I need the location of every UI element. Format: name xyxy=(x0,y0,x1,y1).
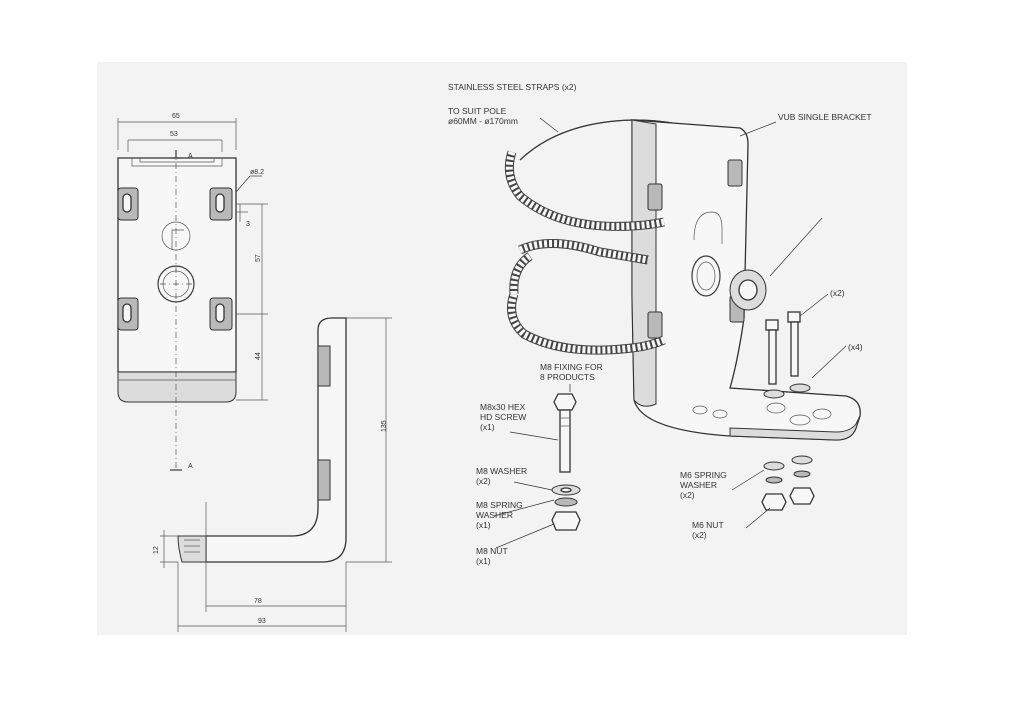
section-top: A xyxy=(188,153,193,160)
label-m6spring-1: M6 SPRING xyxy=(680,470,727,480)
dim-hole-spacing: 57 xyxy=(255,254,262,262)
dim-inner-width: 53 xyxy=(170,131,178,138)
dim-flange: 12 xyxy=(153,546,160,554)
dim-base-inner: 78 xyxy=(254,598,262,605)
label-qty-washers: (x4) xyxy=(848,342,863,352)
label-fixing-1: M8 FIXING FOR xyxy=(540,362,603,372)
label-qty-screws: (x2) xyxy=(830,288,845,298)
label-bracket: VUB SINGLE BRACKET xyxy=(778,112,872,122)
label-nut-1: M8 NUT xyxy=(476,546,508,556)
label-m6nut-1: M6 NUT xyxy=(692,520,724,530)
label-fixing-2: 8 PRODUCTS xyxy=(540,372,595,382)
label-hex-2: HD SCREW xyxy=(480,412,526,422)
dim-lower: 44 xyxy=(255,352,262,360)
label-spring-qty: (x1) xyxy=(476,520,491,530)
label-washer-qty: (x2) xyxy=(476,476,491,486)
label-m6nut-qty: (x2) xyxy=(692,530,707,540)
section-bottom: A xyxy=(188,463,193,470)
label-m6spring-2: WASHER xyxy=(680,480,717,490)
label-straps: STAINLESS STEEL STRAPS (x2) xyxy=(448,82,577,92)
label-nut-qty: (x1) xyxy=(476,556,491,566)
label-pole-1: TO SUIT POLE xyxy=(448,106,507,116)
side-view xyxy=(160,317,392,632)
front-view xyxy=(117,118,268,471)
label-hex-qty: (x1) xyxy=(480,422,495,432)
label-hex-1: M8x30 HEX xyxy=(480,402,526,412)
label-pole-2: ø60MM - ø170mm xyxy=(448,116,518,126)
dim-hole-dia: ø8.2 xyxy=(250,169,264,176)
label-m6spring-qty: (x2) xyxy=(680,490,695,500)
dim-offset: 3 xyxy=(246,221,250,228)
label-spring-1: M8 SPRING xyxy=(476,500,523,510)
bracket-assembly xyxy=(493,117,861,549)
label-washer-1: M8 WASHER xyxy=(476,466,527,476)
dim-top-width: 65 xyxy=(172,113,180,120)
label-spring-2: WASHER xyxy=(476,510,513,520)
dim-base-total: 93 xyxy=(258,618,266,625)
dim-height: 135 xyxy=(381,420,388,432)
